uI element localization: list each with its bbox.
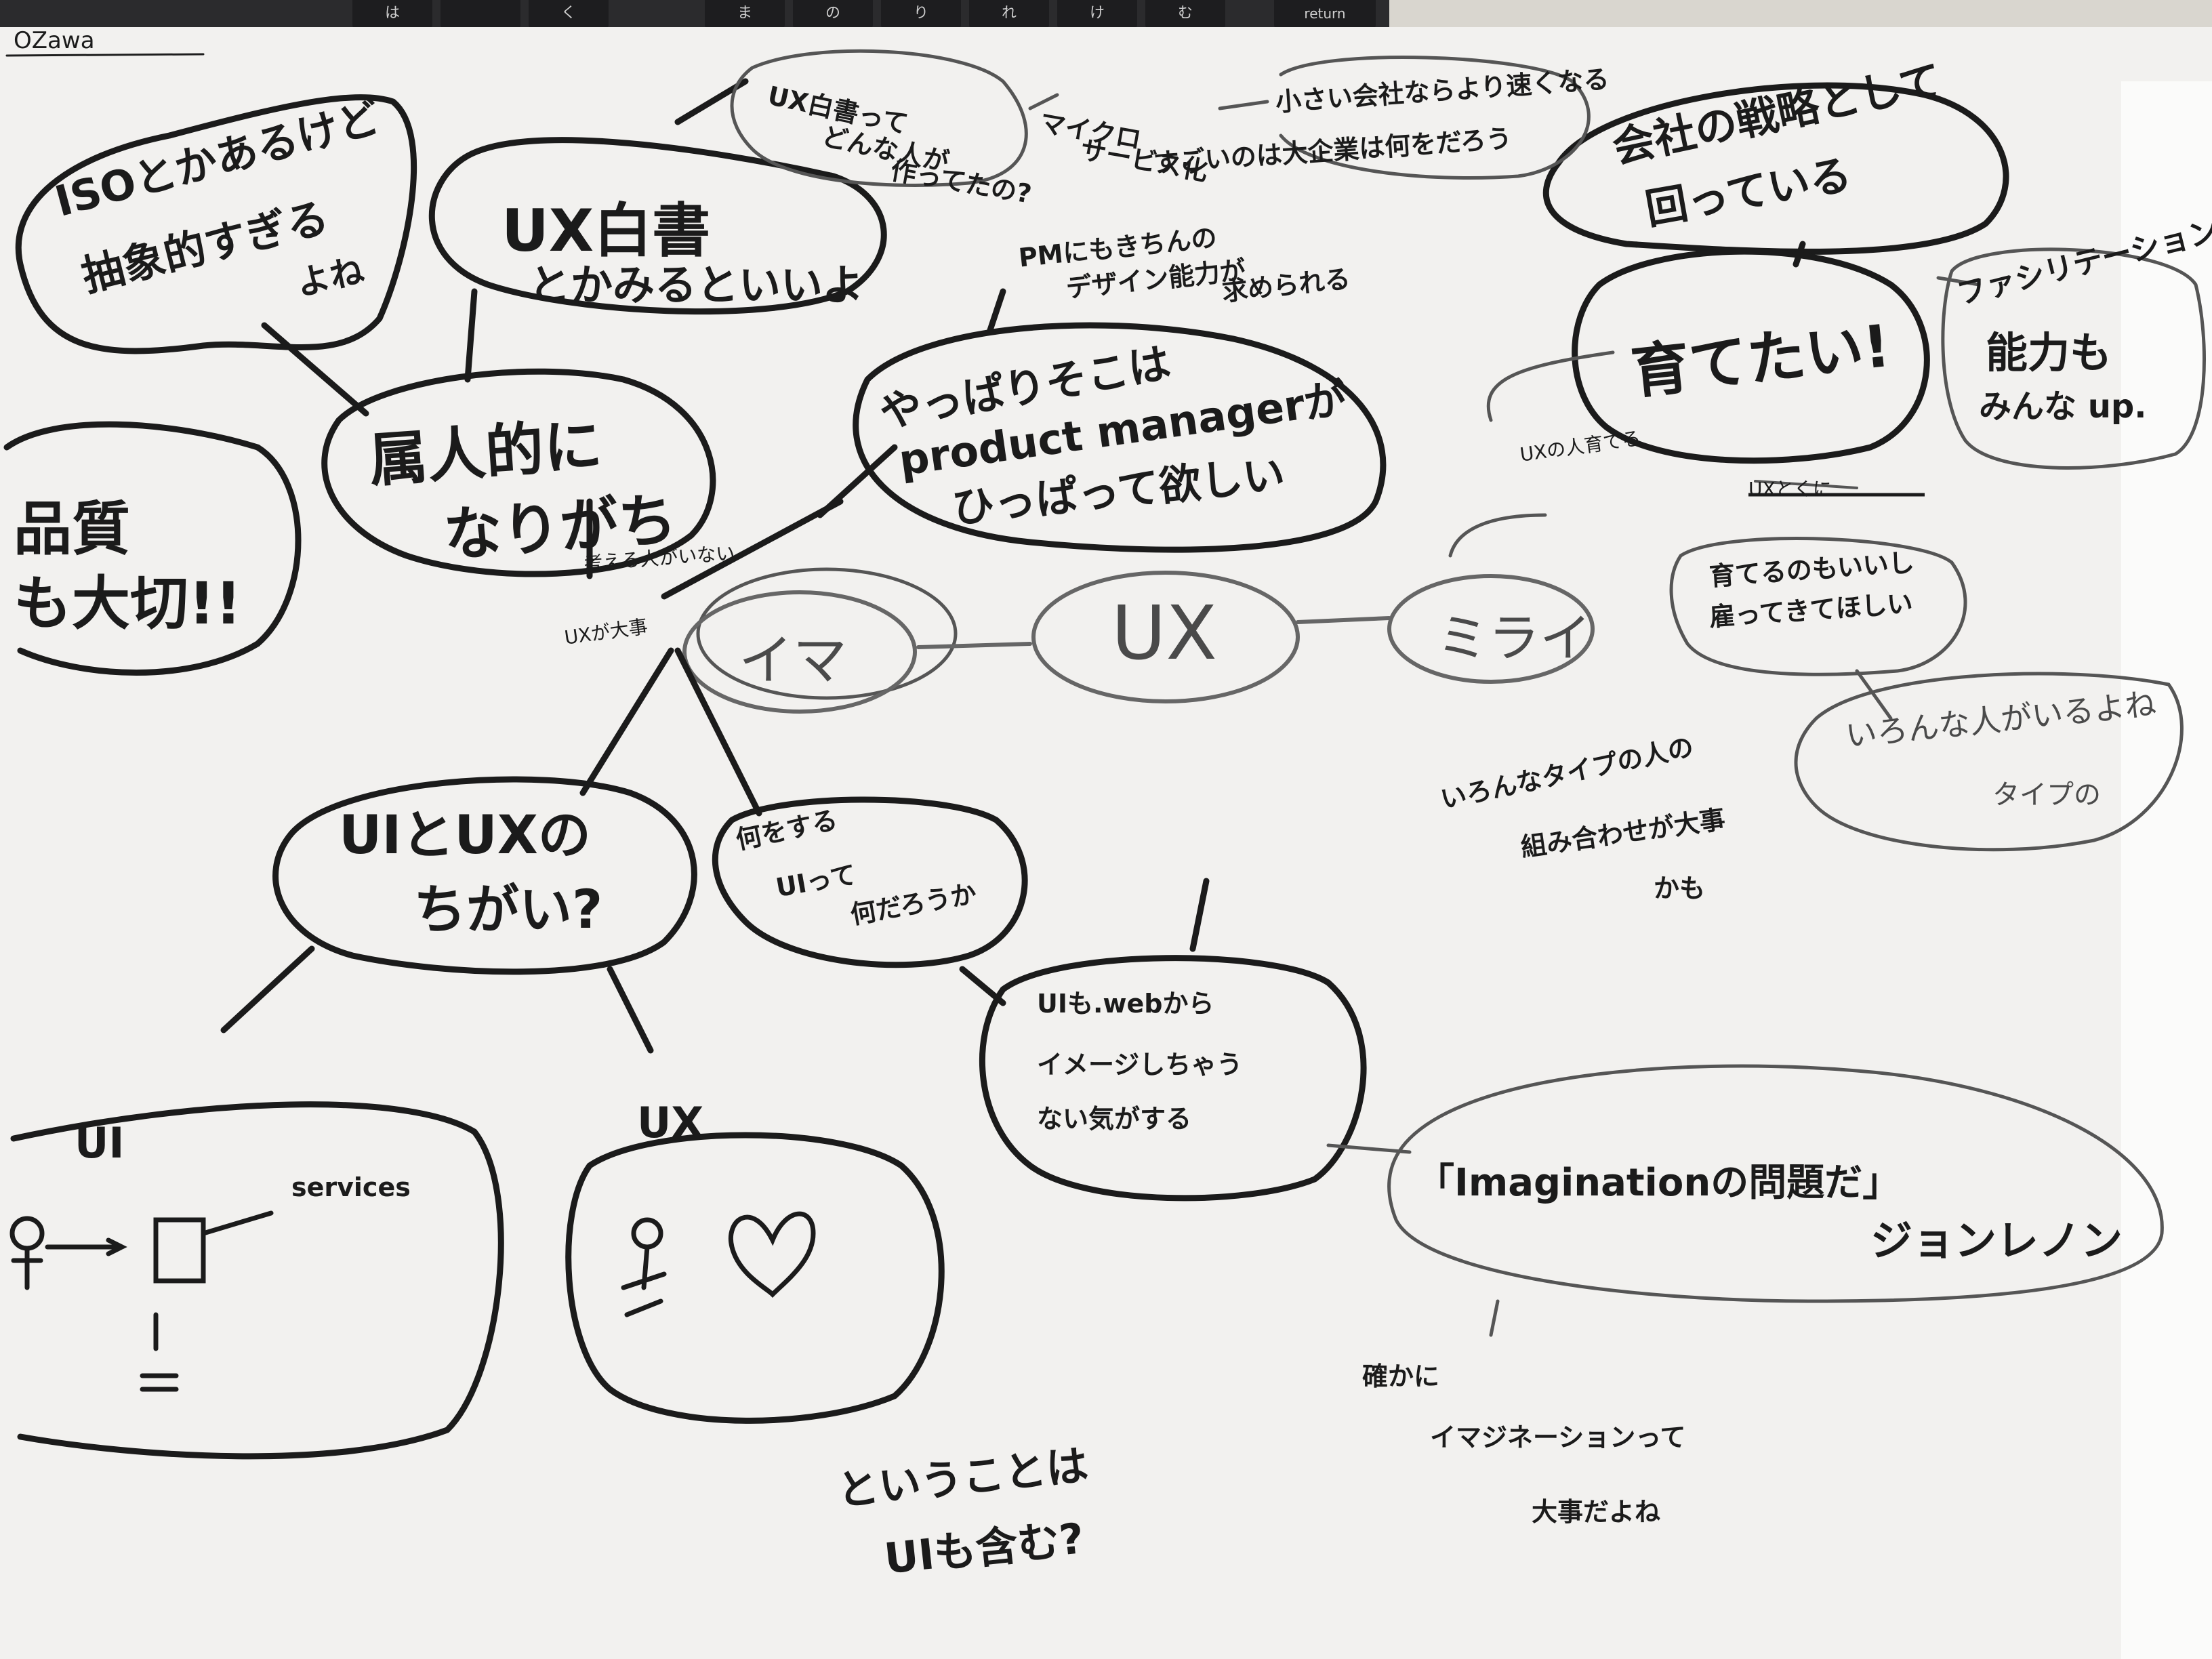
big-company-bubble — [1279, 56, 1591, 180]
nani-bubble — [712, 796, 1028, 968]
future-node — [1387, 574, 1595, 684]
link-now-ux — [916, 642, 1032, 649]
quality-line-2: も大切!! — [14, 570, 242, 638]
ui-web-line-2: イメージしちゃう — [1037, 1050, 1243, 1080]
facilitation-bubble — [1941, 247, 2206, 470]
tashika-line-3: 大事だよね — [1532, 1497, 1661, 1527]
heart-icon — [729, 1211, 816, 1298]
type-note-line-3: かも — [1654, 874, 1706, 903]
ui-web-bubble — [979, 955, 1367, 1202]
keyboard-key — [441, 0, 520, 31]
ui-label: UI — [75, 1118, 125, 1168]
keyboard-key: ま — [705, 0, 785, 31]
keyboard-key: れ — [969, 0, 1049, 31]
author-name: OZawa — [14, 27, 95, 54]
quality-line-1: 品質 — [14, 495, 130, 563]
ux-hakusho-q-bubble — [730, 49, 1028, 187]
ux-bubble — [565, 1132, 945, 1424]
center-ux-label: UX — [1111, 590, 1217, 676]
quality-bubble — [3, 421, 302, 676]
imagination-bubble — [1387, 1064, 2164, 1303]
iron-line-2: タイプの — [1992, 779, 2101, 811]
iron-bubble — [1794, 672, 2184, 852]
iso-bubble — [15, 94, 417, 354]
now-node — [682, 590, 917, 714]
paper-sheet — [0, 27, 2212, 1659]
keyboard-key: り — [881, 0, 961, 31]
tashika-line-1: 確かに — [1362, 1361, 1440, 1391]
keyboard-key-return: return — [1274, 0, 1376, 31]
keyboard-key: く — [529, 0, 609, 31]
ui-web-line-3: ない気がする — [1037, 1104, 1192, 1134]
ui-ux-diff-line-2: ちがい? — [413, 880, 603, 941]
ux-hakusho-line-1: UX白書 — [501, 197, 711, 265]
now-label: イマ — [739, 629, 847, 692]
strategy-bubble — [1542, 82, 2009, 255]
facilitation-line-3: みんな up. — [1979, 388, 2147, 426]
ui-bubble — [10, 1101, 504, 1460]
pm-bubble — [853, 322, 1387, 553]
ui-person-head — [9, 1216, 45, 1251]
future-label: ミライ — [1437, 608, 1591, 668]
keyboard-key: む — [1145, 0, 1225, 31]
services-label: services — [291, 1172, 411, 1202]
ui-web-line-1: UIも.webから — [1037, 989, 1214, 1019]
paper-edge — [2121, 81, 2212, 1659]
node-ux — [696, 567, 958, 700]
ux-label: UX — [637, 1098, 704, 1147]
ui-ux-diff-line-1: UIとUXの — [339, 805, 591, 866]
sodateru-bubble — [1669, 537, 1967, 676]
ux-hakusho-bubble — [428, 137, 887, 315]
zokujin-bubble — [321, 368, 716, 577]
ui-box — [153, 1217, 206, 1284]
keyboard-key: は — [352, 0, 432, 31]
tashika-line-2: イマジネーションって — [1430, 1422, 1686, 1452]
keyboard-key: け — [1057, 0, 1137, 31]
sodate-bubble — [1572, 248, 1930, 464]
ux-hakusho-line-2: とかみるといいよ — [529, 260, 864, 310]
ux-node — [1031, 571, 1300, 703]
imagination-line-1: 「Imaginationの問題だ」 — [1416, 1161, 1901, 1205]
link-ux-future — [1296, 616, 1391, 624]
imagination-line-2: ジョンレノン — [1870, 1216, 2123, 1265]
ui-ux-diff-bubble — [272, 776, 697, 975]
ux-crossed-note: UXとくに — [1748, 478, 1832, 500]
facilitation-line-2: 能力も — [1986, 328, 2112, 377]
keyboard-key: の — [793, 0, 873, 31]
ux-person-head — [631, 1217, 663, 1250]
